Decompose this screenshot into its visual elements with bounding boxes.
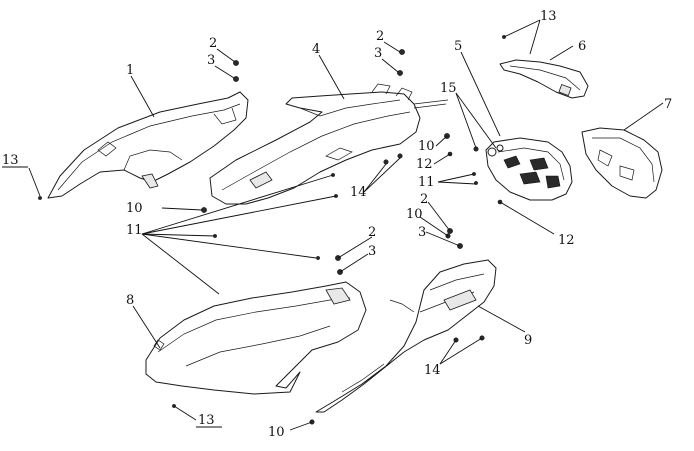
label-part-2d: 2	[368, 225, 376, 240]
label-part-11a: 11	[126, 223, 143, 238]
label-part-10d: 10	[268, 425, 285, 440]
label-part-8: 8	[126, 293, 134, 308]
label-part-11b: 11	[418, 175, 435, 190]
label-part-4: 4	[312, 42, 320, 57]
label-part-12a: 12	[416, 157, 433, 172]
part-labels: 1 2 3 4 2 3 13 6 5 7 15 13 10 11 10 12 1…	[2, 9, 672, 440]
part-4-rear-frame-cover	[209, 83, 449, 205]
label-part-1: 1	[126, 63, 134, 78]
clip-14b	[397, 153, 403, 159]
fastener-10a	[201, 207, 207, 213]
fastener-3b	[397, 70, 403, 76]
fastener-3a	[233, 76, 239, 82]
label-part-2c: 2	[420, 192, 428, 207]
screw-11d	[316, 256, 320, 260]
part-1-left-side-cover	[47, 91, 249, 199]
label-part-13b: 13	[2, 153, 19, 168]
label-part-14a: 14	[350, 185, 367, 200]
part-8-right-side-cover	[145, 281, 367, 395]
label-part-3a: 3	[207, 53, 215, 68]
label-part-2a: 2	[209, 36, 217, 51]
label-part-10b: 10	[418, 139, 435, 154]
label-part-14b: 14	[424, 363, 441, 378]
part-6-top-bracket	[499, 59, 589, 99]
label-part-15: 15	[440, 81, 457, 96]
label-part-10a: 10	[126, 201, 143, 216]
label-part-5: 5	[454, 39, 462, 54]
clip-13b	[38, 196, 42, 200]
label-part-13c: 13	[198, 413, 215, 428]
label-part-10c: 10	[406, 207, 423, 222]
label-part-9: 9	[524, 333, 532, 348]
clip-14a	[383, 159, 389, 165]
part-7-rear-end-cover	[581, 127, 663, 199]
part-9-center-lower-cover	[315, 259, 497, 413]
label-part-3b: 3	[374, 46, 382, 61]
fastener-2b	[399, 49, 405, 55]
label-part-12b: 12	[558, 233, 575, 248]
label-part-7: 7	[664, 97, 672, 112]
label-part-3d: 3	[368, 244, 376, 259]
label-part-2b: 2	[376, 29, 384, 44]
part-5-tail-light	[485, 137, 573, 201]
label-part-6: 6	[578, 39, 586, 54]
label-part-3c: 3	[418, 225, 426, 240]
label-part-13a: 13	[540, 9, 557, 24]
leader-lines	[2, 19, 664, 431]
